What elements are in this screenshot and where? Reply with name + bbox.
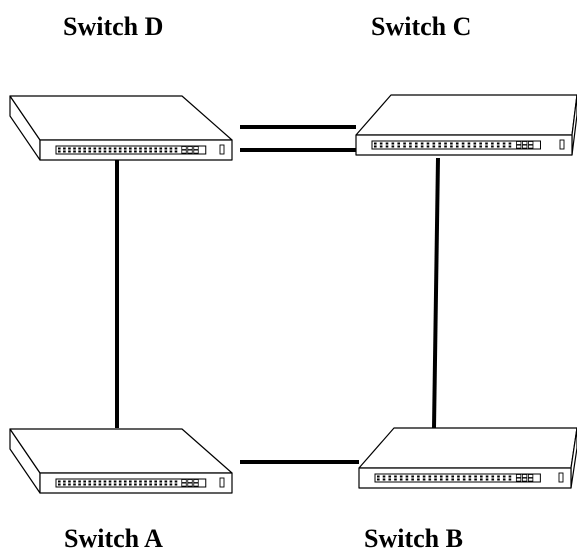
switch-a-icon [9, 428, 233, 494]
link-lines [115, 125, 440, 464]
switch-b-icon [358, 427, 577, 489]
switch-b-label: Switch B [364, 524, 463, 553]
link-c-b [432, 157, 440, 429]
switch-d-label: Switch D [63, 12, 164, 41]
switch-d-icon [9, 95, 233, 161]
switch-c-icon [355, 94, 577, 156]
switch-c-label: Switch C [371, 12, 472, 41]
switch-a-label: Switch A [64, 524, 163, 553]
